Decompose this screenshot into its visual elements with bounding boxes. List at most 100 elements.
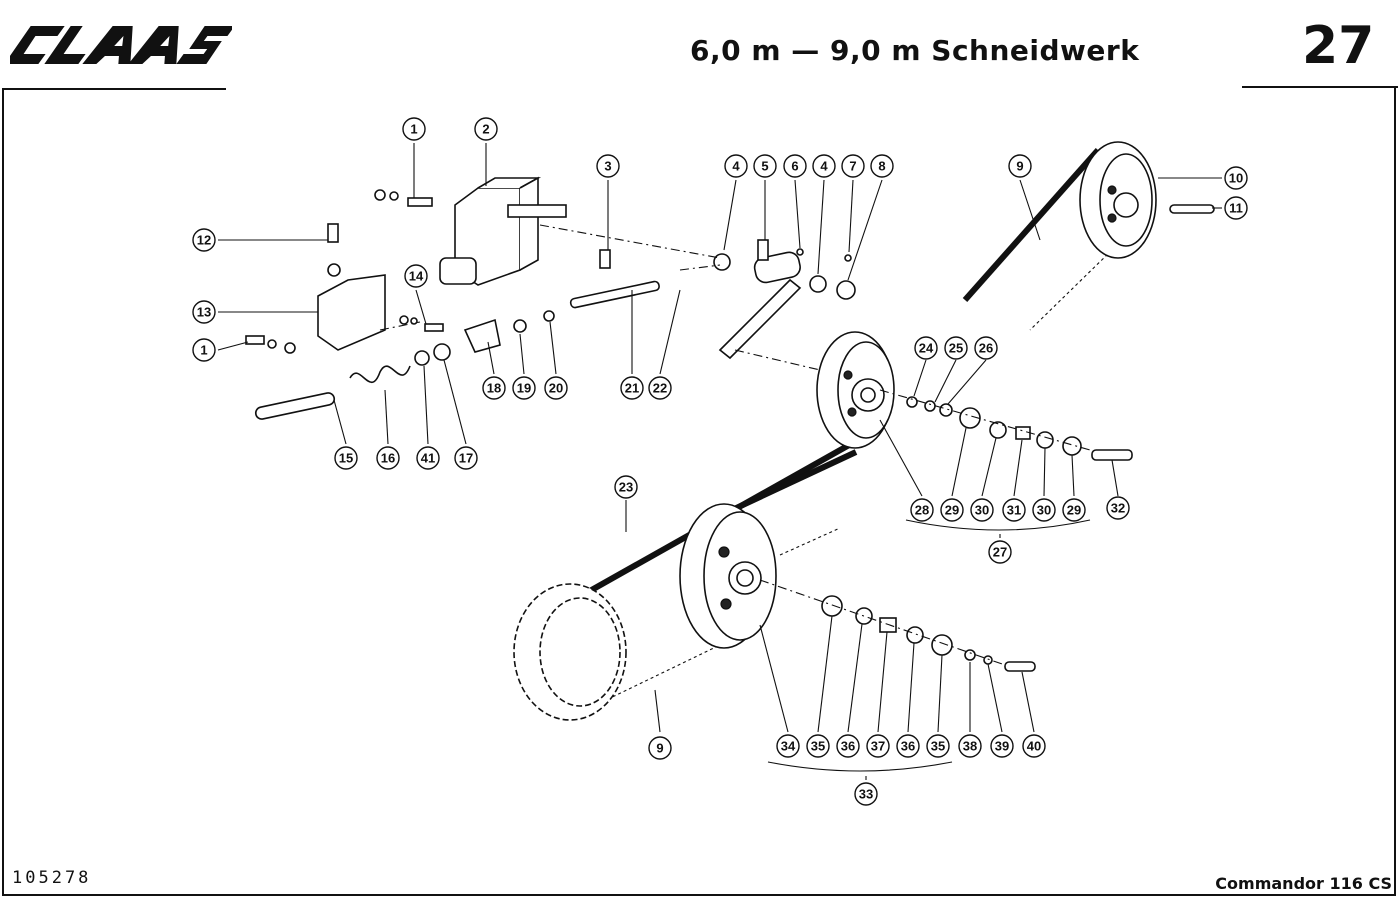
callout-15: 15 <box>334 446 358 470</box>
svg-text:26: 26 <box>979 341 993 356</box>
callout-1b: 1 <box>192 338 216 362</box>
callout-17: 17 <box>454 446 478 470</box>
callout-35: 35 <box>806 734 830 758</box>
bracket-assembly <box>245 176 567 420</box>
svg-text:7: 7 <box>849 159 856 174</box>
callout-12: 12 <box>192 228 216 252</box>
center-lines <box>379 224 1091 666</box>
callout-32: 32 <box>1106 496 1130 520</box>
svg-text:9: 9 <box>1016 159 1023 174</box>
bearing-stack-33 <box>821 204 1215 672</box>
svg-text:1: 1 <box>200 343 207 358</box>
callout-6: 6 <box>783 154 807 178</box>
callout-38: 38 <box>958 734 982 758</box>
svg-text:4: 4 <box>732 159 740 174</box>
svg-text:1: 1 <box>410 122 417 137</box>
callout-41: 41 <box>416 446 440 470</box>
svg-text:38: 38 <box>963 739 977 754</box>
svg-text:35: 35 <box>931 739 945 754</box>
svg-text:22: 22 <box>653 381 667 396</box>
svg-text:36: 36 <box>901 739 915 754</box>
svg-text:18: 18 <box>487 381 501 396</box>
svg-text:30: 30 <box>1037 503 1051 518</box>
pulley-lower <box>513 503 777 721</box>
svg-text:29: 29 <box>1067 503 1081 518</box>
svg-text:17: 17 <box>459 451 473 466</box>
callout-9: 9 <box>1008 154 1032 178</box>
upper-belt-top <box>962 148 1101 302</box>
svg-text:9: 9 <box>656 741 663 756</box>
callout-14: 14 <box>404 264 428 288</box>
svg-text:6: 6 <box>791 159 798 174</box>
callout-34: 34 <box>776 734 800 758</box>
callout-7: 7 <box>841 154 865 178</box>
callout-22: 22 <box>648 376 672 400</box>
svg-text:32: 32 <box>1111 501 1125 516</box>
svg-text:10: 10 <box>1229 171 1243 186</box>
svg-text:33: 33 <box>859 787 873 802</box>
callout-26: 26 <box>974 336 998 360</box>
callout-36b: 36 <box>896 734 920 758</box>
svg-text:31: 31 <box>1007 503 1021 518</box>
callout-24: 24 <box>914 336 938 360</box>
header-rule-right <box>1242 86 1398 88</box>
svg-text:34: 34 <box>781 739 796 754</box>
leader-lines <box>217 143 1222 780</box>
svg-text:4: 4 <box>820 159 828 174</box>
svg-text:2: 2 <box>482 122 489 137</box>
svg-text:29: 29 <box>945 503 959 518</box>
svg-text:20: 20 <box>549 381 563 396</box>
callout-11: 11 <box>1224 196 1248 220</box>
page-title: 6,0 m — 9,0 m Schneidwerk <box>690 34 1140 67</box>
callout-18: 18 <box>482 376 506 400</box>
tension-arm-assembly <box>569 239 856 360</box>
svg-text:13: 13 <box>197 305 211 320</box>
callout-19: 19 <box>512 376 536 400</box>
svg-text:19: 19 <box>517 381 531 396</box>
svg-text:28: 28 <box>915 503 929 518</box>
callout-4: 4 <box>724 154 748 178</box>
svg-text:41: 41 <box>421 451 435 466</box>
bearing-stack-27 <box>906 396 1133 461</box>
callout-5: 5 <box>753 154 777 178</box>
svg-text:25: 25 <box>949 341 963 356</box>
callout-23: 23 <box>614 475 638 499</box>
lower-belt-dash <box>601 644 721 703</box>
callout-29b: 29 <box>1062 498 1086 522</box>
callout-30: 30 <box>970 498 994 522</box>
pulley-middle <box>816 331 895 449</box>
document-number: 105278 <box>12 868 92 888</box>
callout-1: 1 <box>402 117 426 141</box>
claas-logo <box>10 26 232 64</box>
model-name: Commandor 116 CS <box>1215 874 1392 893</box>
svg-text:5: 5 <box>761 159 768 174</box>
svg-text:36: 36 <box>841 739 855 754</box>
callout-4b: 4 <box>812 154 836 178</box>
callout-13: 13 <box>192 300 216 324</box>
svg-text:40: 40 <box>1027 739 1041 754</box>
callout-29: 29 <box>940 498 964 522</box>
svg-text:35: 35 <box>811 739 825 754</box>
svg-text:14: 14 <box>409 269 424 284</box>
callout-37: 37 <box>866 734 890 758</box>
svg-text:24: 24 <box>919 341 934 356</box>
callout-2: 2 <box>474 117 498 141</box>
callout-25: 25 <box>944 336 968 360</box>
callout-28: 28 <box>910 498 934 522</box>
svg-text:27: 27 <box>993 545 1007 560</box>
page-number: 27 <box>1302 16 1375 76</box>
svg-text:30: 30 <box>975 503 989 518</box>
callout-33: 33 <box>854 782 878 806</box>
upper-belt-bottom <box>1029 249 1113 331</box>
middle-belt-dash <box>779 527 841 556</box>
svg-text:23: 23 <box>619 480 633 495</box>
callout-10: 10 <box>1224 166 1248 190</box>
svg-text:21: 21 <box>625 381 639 396</box>
svg-text:11: 11 <box>1229 201 1243 216</box>
svg-text:37: 37 <box>871 739 885 754</box>
svg-text:39: 39 <box>995 739 1009 754</box>
page-frame <box>2 88 1396 896</box>
callout-36: 36 <box>836 734 860 758</box>
svg-text:12: 12 <box>197 233 211 248</box>
